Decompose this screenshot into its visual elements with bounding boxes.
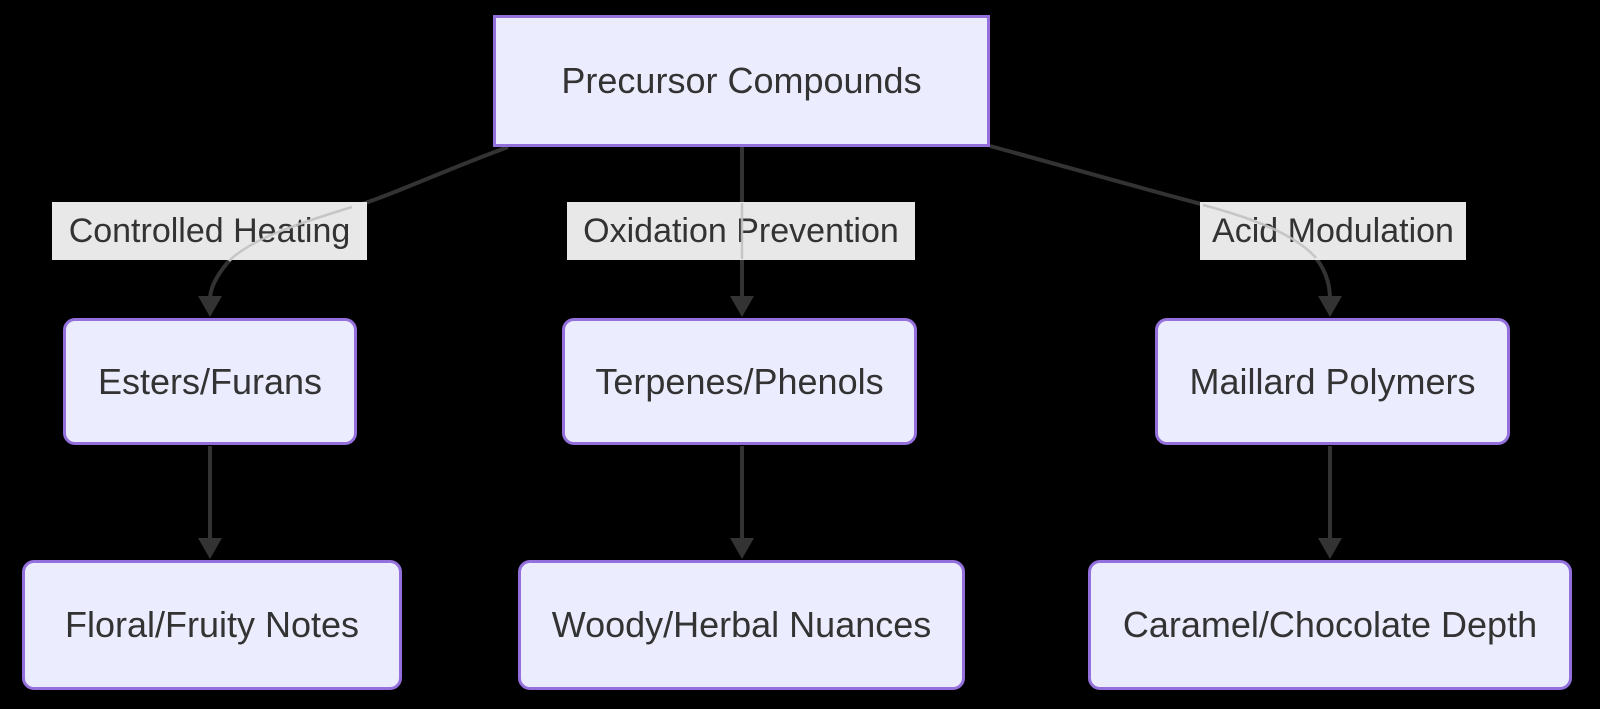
edge-label-oxidation-prevention: Oxidation Prevention (567, 202, 915, 260)
node-precursor-compounds: Precursor Compounds (493, 15, 990, 147)
arrowhead-floral (198, 538, 222, 559)
node-woody-herbal-nuances: Woody/Herbal Nuances (518, 560, 965, 690)
arrowhead-terpenes (730, 296, 754, 317)
arrowhead-woody (730, 538, 754, 559)
node-floral-fruity-notes: Floral/Fruity Notes (22, 560, 402, 690)
edge-label-acid-modulation: Acid Modulation (1200, 202, 1466, 260)
node-maillard-polymers: Maillard Polymers (1155, 318, 1510, 445)
edge-label-controlled-heating: Controlled Heating (52, 202, 367, 260)
node-caramel-chocolate-depth: Caramel/Chocolate Depth (1088, 560, 1572, 690)
node-terpenes-phenols: Terpenes/Phenols (562, 318, 917, 445)
arrowhead-esters (198, 296, 222, 317)
node-esters-furans: Esters/Furans (63, 318, 357, 445)
arrowhead-maillard (1318, 296, 1342, 317)
arrowhead-caramel (1318, 538, 1342, 559)
